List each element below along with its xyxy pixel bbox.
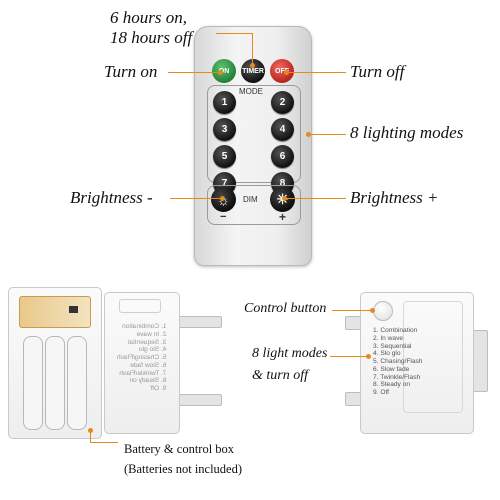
mode-button-1[interactable]: 1 [213, 91, 236, 114]
lid-mode-list-mirror: 1. Combination 2. In wave 3. Sequential … [117, 323, 166, 393]
mode-item: 7. Twinkle/Flash [373, 373, 421, 381]
brightness-plus-pointer-dot [282, 196, 287, 201]
brightness-minus-pointer [170, 198, 222, 199]
turn-off-annotation: Turn off [350, 62, 405, 81]
light-modes-annotation: 8 light modes & turn off [252, 346, 327, 384]
timer-annotation-line1: 6 hours on, [110, 8, 187, 27]
remote-control: ON TIMER OFF MODE 1 2 3 4 5 6 7 8 ☼ ☀ DI… [194, 26, 312, 266]
mode-button-label: 6 [279, 151, 286, 162]
dim-panel [207, 185, 301, 225]
mode-item: 3. Sequential [373, 342, 412, 350]
battery-box-line2: (Batteries not included) [124, 462, 243, 477]
control-button-pointer [332, 310, 372, 311]
switch-component [69, 306, 78, 313]
mode-panel [207, 85, 301, 183]
mode-button-2[interactable]: 2 [271, 91, 294, 114]
brightness-minus-annotation: Brightness - [70, 188, 153, 207]
on-button[interactable]: ON [212, 59, 236, 83]
timer-annotation: 6 hours on, 18 hours off [110, 8, 192, 47]
battery-slot-1 [23, 336, 43, 430]
lid-mode-item: 7. Twinkle/Flash [119, 369, 167, 377]
mode-button-4[interactable]: 4 [271, 118, 294, 141]
timer-pointer-dot [250, 63, 255, 68]
inner-compartment [403, 301, 463, 413]
off-label: OFF [275, 67, 289, 75]
turn-on-pointer [168, 72, 220, 73]
light-modes-line1: 8 light modes [252, 346, 328, 361]
lid-mode-item: 4. Slo glo [138, 346, 167, 354]
on-label: ON [218, 67, 230, 75]
mode-button-label: 4 [279, 124, 286, 135]
mode-item: 8. Steady on [373, 381, 411, 389]
mode-button-6[interactable]: 6 [271, 145, 294, 168]
mode-item: 9. Off [373, 389, 390, 397]
box-left-clip-top [178, 316, 222, 328]
mode-button-3[interactable]: 3 [213, 118, 236, 141]
mode-button-5[interactable]: 5 [213, 145, 236, 168]
battery-slot-2 [45, 336, 65, 430]
lid-mode-item: 9. Off [150, 385, 167, 393]
lid-latch [119, 299, 161, 313]
timer-pointer [252, 33, 253, 65]
plus-label: + [279, 210, 287, 224]
mode-button-label: 8 [279, 178, 286, 189]
control-box-closed: 1. Combination 2. In wave 3. Sequential … [360, 292, 474, 434]
mode-button-label: 7 [221, 178, 228, 189]
off-button[interactable]: OFF [270, 59, 294, 83]
battery-box-pointer-dot [88, 428, 93, 433]
battery-box-pointer-v [90, 430, 91, 442]
lid-mode-item: 2. In wave [136, 330, 167, 338]
mode-label: MODE [239, 87, 263, 96]
lid-mode-item: 5. Chasing/Flash [117, 354, 167, 362]
light-modes-pointer-dot [366, 354, 371, 359]
brightness-minus-pointer-dot [220, 196, 225, 201]
light-modes-pointer [330, 356, 368, 357]
battery-box-open [8, 287, 102, 439]
lid-mode-item: 3. Sequential [127, 338, 167, 346]
dim-label: DIM [243, 195, 258, 204]
mode-item: 5. Chasing/Flash [373, 358, 423, 366]
control-button-pointer-dot [370, 308, 375, 313]
lighting-modes-annotation: 8 lighting modes [350, 123, 464, 142]
mode-button-label: 3 [221, 124, 228, 135]
mode-button-label: 1 [221, 97, 228, 108]
turn-on-annotation: Turn on [104, 62, 158, 81]
control-button[interactable] [373, 301, 393, 321]
control-button-annotation: Control button [244, 301, 327, 316]
battery-box-line1: Battery & control box [124, 442, 235, 456]
mode-item: 1. Combination [373, 327, 418, 334]
brightness-plus-pointer [284, 198, 346, 199]
mode-item: 6. Slow fade [373, 365, 410, 373]
box-left-clip-bottom [178, 394, 222, 406]
timer-pointer-h [216, 33, 252, 34]
brightness-plus-annotation: Brightness + [350, 188, 439, 207]
turn-on-pointer-dot [218, 70, 223, 75]
lid-mode-item: 1. Combination [122, 323, 167, 330]
mode-button-label: 2 [279, 97, 286, 108]
light-modes-line2: & turn off [252, 368, 309, 384]
modes-pointer [308, 134, 346, 135]
lid-mode-item: 8. Steady on [129, 377, 167, 385]
modes-pointer-dot [306, 132, 311, 137]
battery-box-pointer-h [90, 442, 118, 443]
minus-label: − [220, 211, 227, 223]
mode-item: 4. Slo glo [373, 350, 401, 358]
circuit-board [19, 296, 91, 328]
mode-button-label: 5 [221, 151, 228, 162]
battery-box-annotation: Battery & control box (Batteries not inc… [124, 442, 242, 477]
turn-off-pointer [286, 72, 346, 73]
battery-slot-3 [67, 336, 87, 430]
mode-item: 2. In wave [373, 334, 404, 342]
mode-list: 1. Combination 2. In wave 3. Sequential … [373, 327, 422, 397]
timer-label: TIMER [242, 67, 264, 75]
turn-off-pointer-dot [284, 70, 289, 75]
timer-annotation-line2: 18 hours off [110, 27, 193, 47]
battery-box-lid: 1. Combination 2. In wave 3. Sequential … [104, 292, 180, 434]
lid-mode-item: 6. Slow fade [130, 361, 167, 369]
